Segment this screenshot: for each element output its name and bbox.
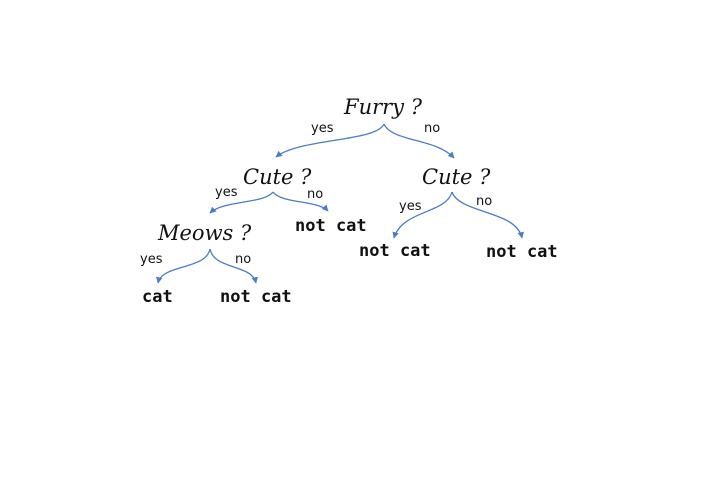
node-meows-question: Meows ? [158,221,252,245]
edge-left-no [272,191,329,212]
edge-meows-yes [156,248,211,284]
edge-right-no [451,191,524,239]
leaf-cute-left-no: not cat [295,216,367,236]
branch-label-root-yes: yes [311,121,334,136]
leaf-cute-right-yes: not cat [359,241,431,261]
edge-root-no [383,123,455,159]
branch-label-left-no: no [307,187,324,202]
branch-label-meows-yes: yes [140,252,163,267]
edge-root-yes [275,123,385,158]
leaf-meows-no: not cat [220,287,292,307]
node-furry-question: Furry ? [344,95,422,119]
leaf-cute-right-no: not cat [486,242,558,262]
branch-label-right-no: no [476,194,493,209]
leaf-meows-yes: cat [142,287,173,307]
node-cute-question-left: Cute ? [243,165,312,189]
branch-label-right-yes: yes [399,199,422,214]
node-cute-question-right: Cute ? [422,165,491,189]
branch-label-root-no: no [424,121,441,136]
edge-meows-no [209,248,258,284]
edge-left-yes [209,191,274,214]
branch-label-meows-no: no [235,252,252,267]
branch-label-left-yes: yes [215,185,238,200]
edge-right-yes [392,191,453,239]
